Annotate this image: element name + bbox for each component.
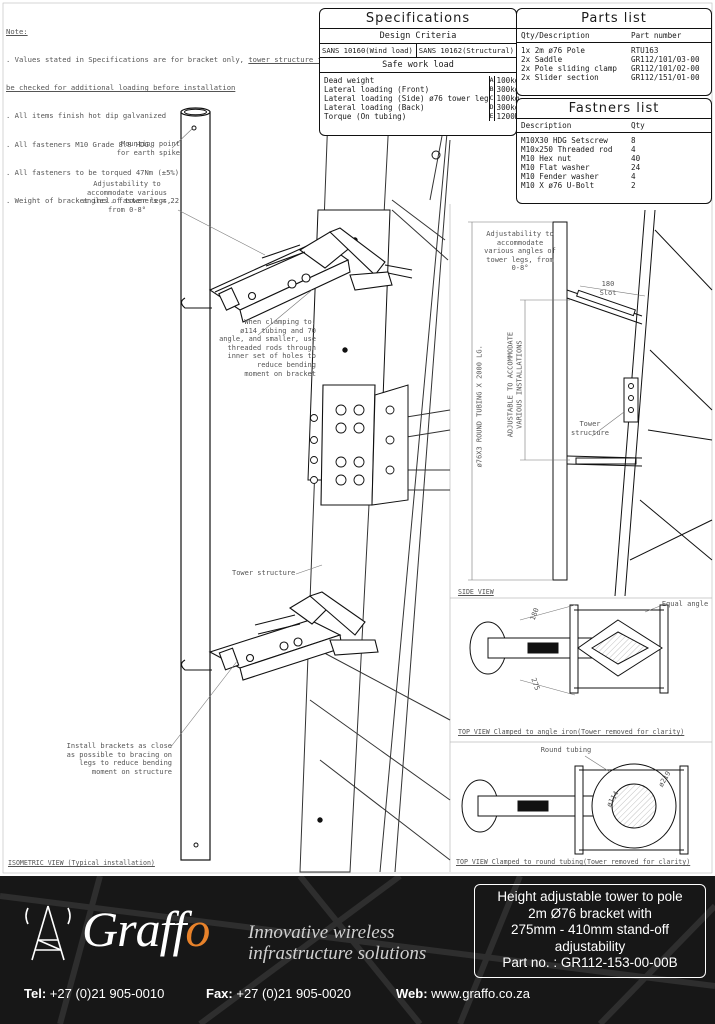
note-line-5: . All fasteners to be torqued 47Nm (±5%) [6,167,180,177]
footer-lattice-pattern [0,876,715,1024]
side-label-slot: 180 Slot [599,280,617,297]
logo-wordmark: Graffo [82,901,210,957]
fasteners-row-desc: M10 X ø76 U-Bolt [521,181,595,190]
fasteners-col-qty: Qty [631,121,645,130]
side-label-tubing: ø76X3 ROUND TUBING X 2000 LG. [475,345,484,468]
note-line-4: . All fasteners M10 Grade 8.8 HDG. [6,139,154,149]
contact-fax: Fax: +27 (0)21 905-0020 [206,986,351,1001]
fasteners-row-qty: 8 [631,136,636,145]
note-line-2: be checked for additional loading before… [6,83,236,93]
parts-list-body: 1x 2m ø76 Pole 2x Saddle 2x Pole sliding… [517,43,711,82]
top1-label-equal-angle: Equal angle [661,600,709,608]
fasteners-row-qty: 4 [631,172,636,181]
fasteners-col-desc: Description [521,121,572,130]
fasteners-list-title: Fastners list [517,99,711,119]
label-install: Install brackets as close as possible to… [66,742,172,776]
spec-row-code: B [489,85,494,93]
parts-row-part: GR112/101/03-00 [631,55,700,64]
parts-row-desc: 1x 2m ø76 Pole [521,46,586,55]
parts-col-part: Part number [631,31,682,40]
parts-row-desc: 2x Pole sliding clamp [521,64,618,73]
spec-row-label: Dead weight [324,76,375,85]
parts-row-part: GR112/101/02-00 [631,64,700,73]
standards-row: SANS 10160(Wind load) SANS 10162(Structu… [320,44,516,58]
title-line-3: 275mm - 410mm stand-off [510,922,670,938]
safe-work-load: Safe work load [320,58,516,73]
label-tower-structure: Tower structure [232,569,296,577]
std-wind: SANS 10160(Wind load) [320,44,417,57]
view-label-top-2: TOP VIEW Clamped to round tubing(Tower r… [456,858,691,866]
spec-row-label: Torque (On tubing) [324,112,407,121]
spec-row-label: Lateral loading (Front) [324,85,430,94]
side-label-tower-structure: Tower structure [571,420,609,437]
spec-row-code: D [489,103,494,111]
parts-list-header: Qty/Description Part number [517,29,711,43]
contact-web[interactable]: Web: www.graffo.co.za [396,986,530,1001]
top2-label-round-tubing: Round tubing [540,746,592,754]
parts-list-title: Parts list [517,9,711,29]
fasteners-row-qty: 24 [631,163,641,172]
fasteners-row-desc: M10x250 Threaded rod [521,145,613,154]
parts-col-desc: Qty/Description [521,31,590,40]
notes-heading: Note: [6,26,28,36]
drawing-title-block: Height adjustable tower to pole 2m Ø76 b… [474,884,706,978]
spec-row-value: 100kg [496,76,520,85]
label-mounting-point: Mounting point for earth spike [116,140,180,157]
contact-tel: Tel: +27 (0)21 905-0010 [24,986,165,1001]
fasteners-row-qty: 2 [631,181,636,190]
title-line-4: adjustability [554,938,626,954]
label-clamping: When clamping to, ø114 tubing and 70 ang… [219,318,316,378]
title-line-2: 2m Ø76 bracket with [528,905,652,921]
parts-list-table: Parts list Qty/Description Part number 1… [516,8,712,96]
spec-row-value: 300kg [496,103,520,112]
view-label-isometric: ISOMETRIC VIEW (Typical installation) [8,859,155,867]
parts-row-part: GR112/151/01-00 [631,73,700,82]
tagline-line-2: infrastructure solutions [248,943,427,964]
fasteners-row-desc: M10X30 HDG Setscrew [521,136,608,145]
logo-tagline: Innovative wireless infrastructure solut… [248,922,426,964]
spec-row-value: 100kg [496,94,520,103]
tower-logo-icon [25,905,71,961]
fasteners-list-body: M10X30 HDG Setscrew M10x250 Threaded rod… [517,133,711,190]
title-line-part-no: Part no. : GR112-153-00-00B [502,955,678,971]
spec-row-label: Lateral loading (Side) ø76 tower leg [324,94,489,103]
fasteners-row-desc: M10 Fender washer [521,172,599,181]
view-label-top-1: TOP VIEW Clamped to angle iron(Tower rem… [458,728,685,736]
specifications-title: Specifications [320,9,516,29]
spec-row-code: C [489,94,494,102]
parts-row-part: RTU163 [631,46,659,55]
fasteners-row-desc: M10 Hex nut [521,154,572,163]
std-struct: SANS 10162(Structural) [418,46,514,55]
title-line-1: Height adjustable tower to pole [497,889,683,904]
parts-row-desc: 2x Slider section [521,73,599,82]
spec-row-code: A [489,76,494,84]
view-label-side: SIDE VIEW [458,588,494,596]
fasteners-list-table: Fastners list Description Qty M10X30 HDG… [516,98,712,204]
tagline-line-1: Innovative wireless [248,922,395,943]
spec-rows: Dead weight Lateral loading (Front) Late… [320,73,524,121]
spec-row-label: Lateral loading (Back) [324,103,425,112]
design-criteria: Design Criteria [320,29,516,44]
fasteners-row-desc: M10 Flat washer [521,163,590,172]
spec-row-value: 300kg [496,85,520,94]
parts-row-desc: 2x Saddle [521,55,563,64]
spec-row-value: 1200Nm [496,112,524,121]
side-label-adjustable: ADJUSTABLE TO ACCOMMODATE VARIOUS INSTAL… [506,331,523,438]
technical-drawing [2,2,713,874]
fasteners-row-qty: 4 [631,145,636,154]
footer-banner: Graffo Innovative wireless infrastructur… [0,876,715,1024]
specifications-table: Specifications Design Criteria SANS 1016… [319,8,524,136]
spec-row-code: E [489,112,494,120]
note-line-3: . All items finish hot dip galvanized [6,111,167,121]
side-label-adjustability: Adjustability to accommodate various ang… [484,230,556,273]
fasteners-list-header: Description Qty [517,119,711,133]
fasteners-row-qty: 40 [631,154,641,163]
label-adjustability: Adjustability to accommodate various ang… [82,180,172,214]
